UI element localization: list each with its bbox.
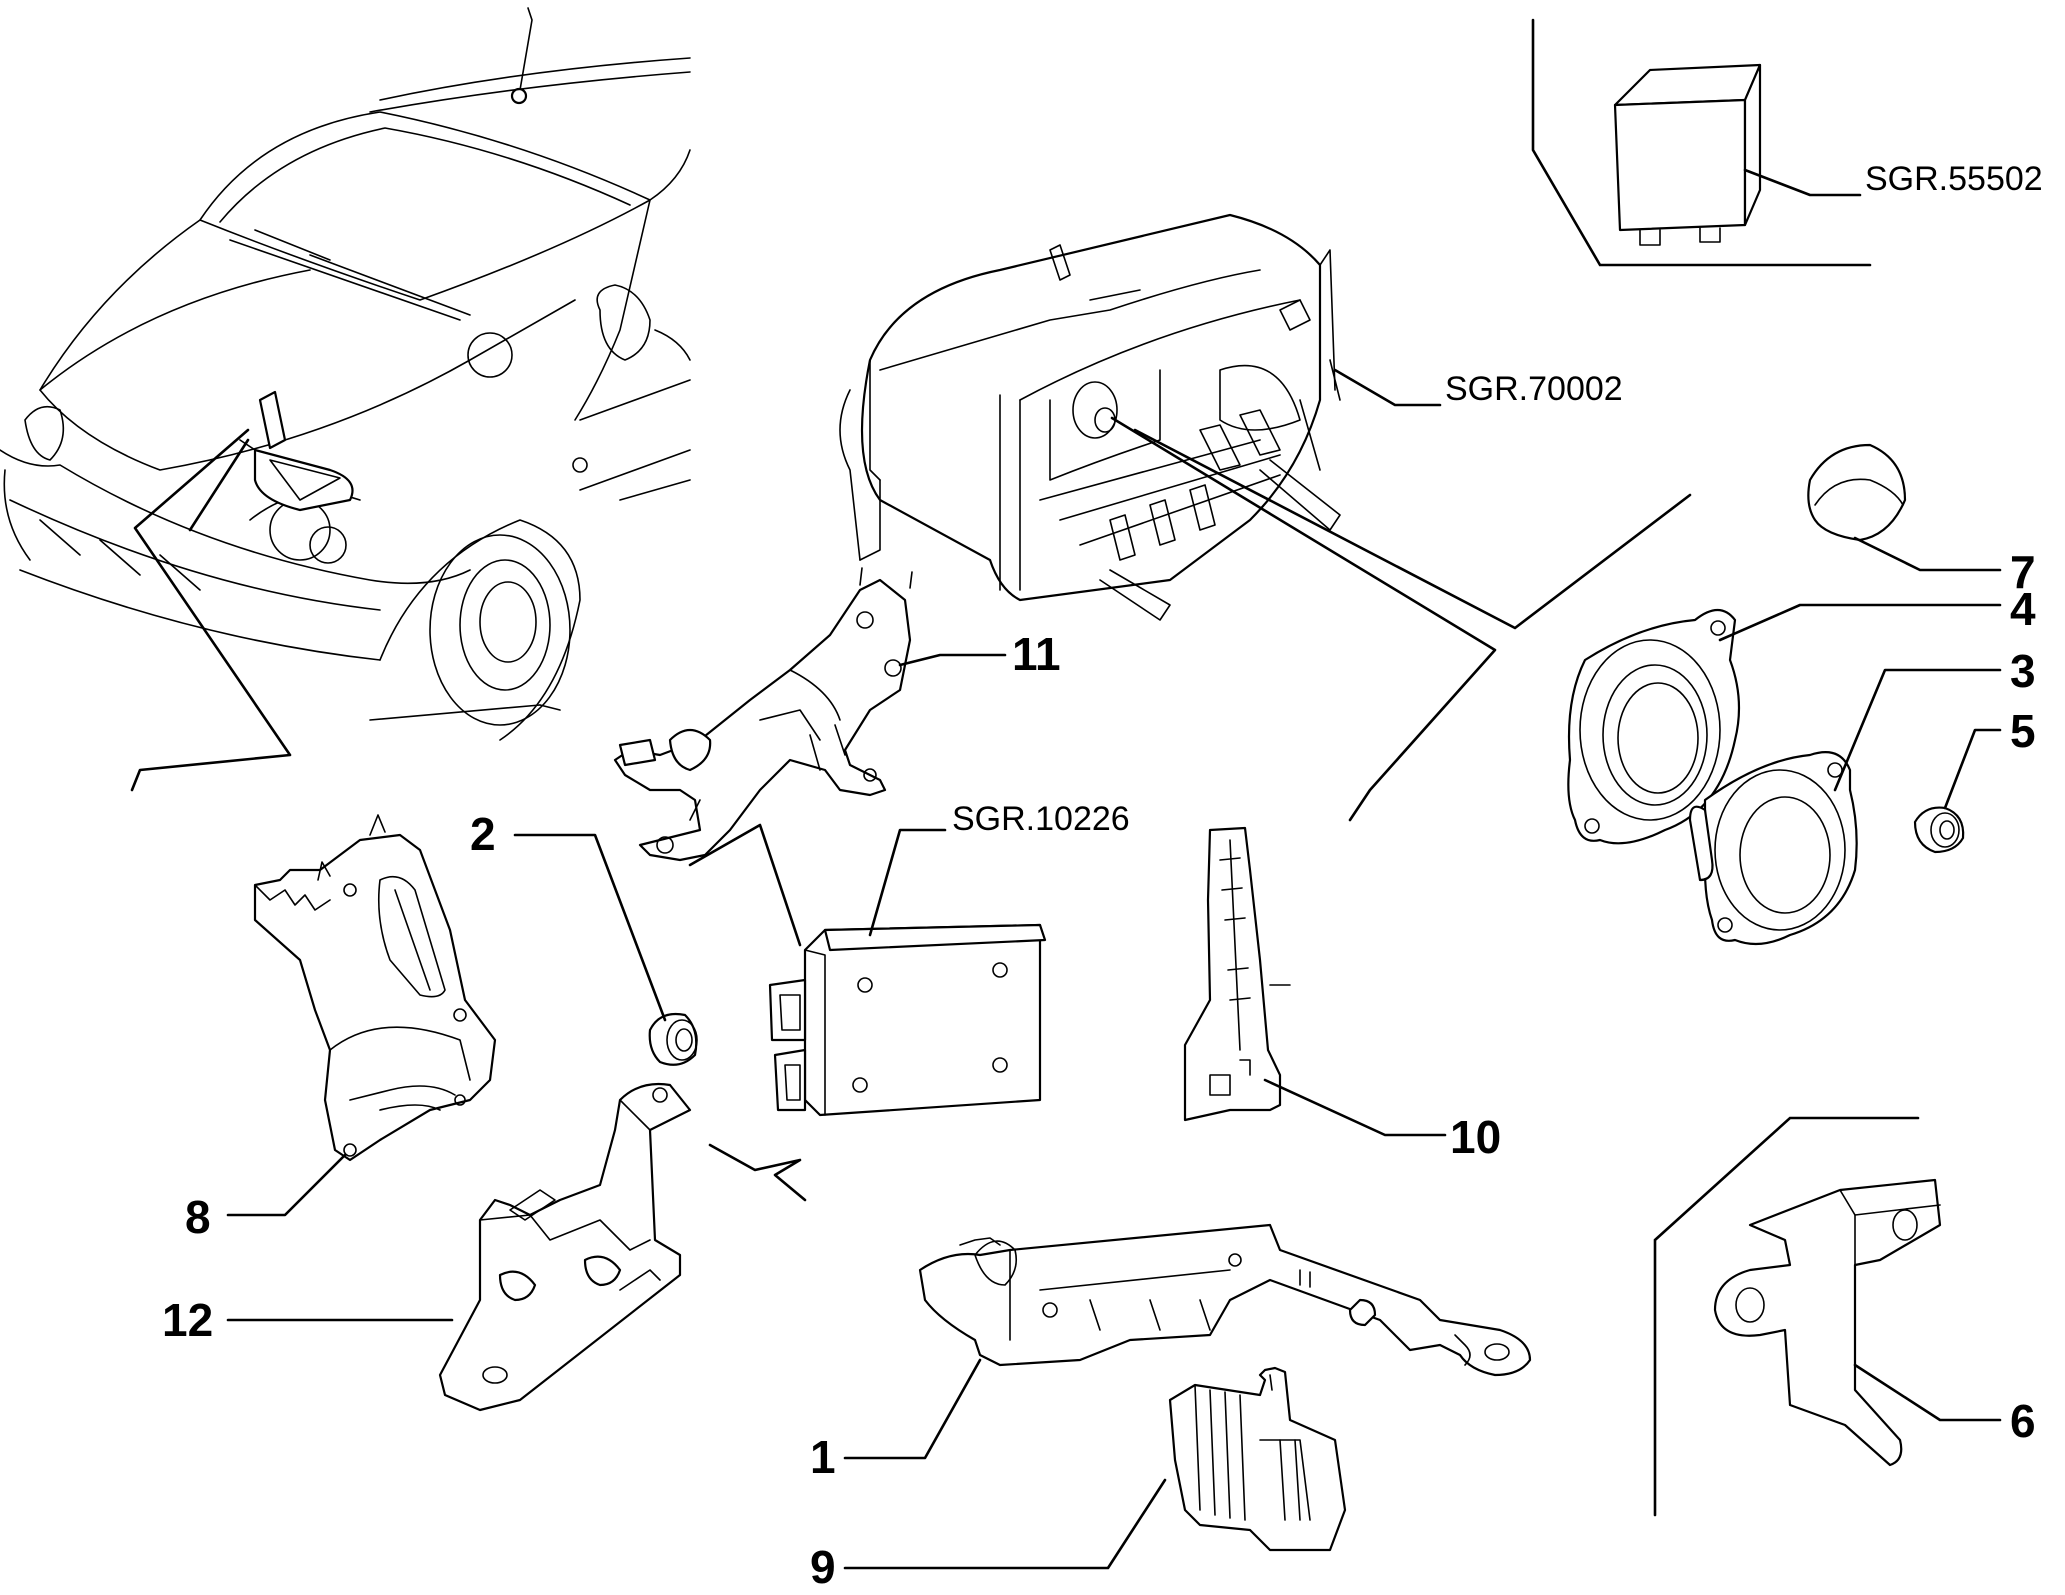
part-9-leader	[843, 1478, 1167, 1570]
part-2-grommet	[648, 1012, 698, 1066]
ecu-illustration	[768, 923, 1047, 1117]
part-2-leader	[513, 833, 667, 1022]
callout-12: 12	[162, 1294, 213, 1346]
relay-leader	[1743, 168, 1862, 197]
callout-7: 7	[2010, 546, 2036, 598]
part-10-bracket	[1183, 826, 1291, 1122]
part-5-leader	[1943, 728, 2002, 810]
callout-1: 1	[810, 1431, 836, 1483]
part-11-leader	[898, 653, 1007, 667]
dashboard-pointer-2	[1133, 428, 1692, 630]
dashboard-illustration	[839, 213, 1341, 621]
part-7-cap	[1807, 443, 1907, 542]
part-12-bracket	[438, 1082, 692, 1412]
part-4-ring	[1567, 608, 1741, 845]
part-3-ring	[1688, 751, 1858, 946]
relay-reference: SGR.55502	[1865, 160, 2043, 198]
part-10-leader	[1263, 1078, 1447, 1137]
callout-5: 5	[2010, 705, 2036, 757]
callout-8: 8	[185, 1191, 211, 1243]
part-3-leader	[1833, 668, 2002, 792]
part-4-leader	[1718, 603, 2002, 642]
relay-illustration	[1613, 63, 1762, 246]
car-pointer-line-2	[188, 438, 250, 532]
part-6-frame	[1653, 1116, 1920, 1517]
callout-3: 3	[2010, 645, 2036, 697]
part-6-bracket	[1713, 1178, 1942, 1467]
callout-10: 10	[1450, 1111, 1501, 1163]
ecu-leader	[868, 828, 947, 937]
callout-9: 9	[810, 1541, 836, 1593]
part-1-leader	[843, 1358, 982, 1460]
part-1-bracket	[918, 1223, 1532, 1377]
car-illustration	[0, 7, 691, 741]
part-11-bracket	[613, 567, 913, 862]
part-11-pointer	[688, 823, 802, 947]
relay-frame	[1531, 18, 1872, 267]
ecu-reference: SGR.10226	[952, 800, 1130, 838]
part-8-leader	[226, 1153, 347, 1217]
part-9-module	[1168, 1366, 1347, 1552]
dashboard-leader	[1333, 368, 1442, 407]
car-pointer-line	[130, 428, 292, 792]
callout-11: 11	[1012, 628, 1061, 680]
dashboard-reference: SGR.70002	[1445, 370, 1623, 408]
ecu-pointer	[708, 1143, 807, 1202]
part-6-leader	[1853, 1363, 2002, 1422]
part-8-bracket	[253, 814, 497, 1162]
callout-6: 6	[2010, 1395, 2036, 1447]
dashboard-pointer	[1110, 416, 1497, 822]
callout-4: 4	[2010, 583, 2036, 635]
part-5-nut	[1913, 806, 1965, 854]
part-7-leader	[1853, 536, 2002, 572]
callout-2: 2	[470, 808, 496, 860]
